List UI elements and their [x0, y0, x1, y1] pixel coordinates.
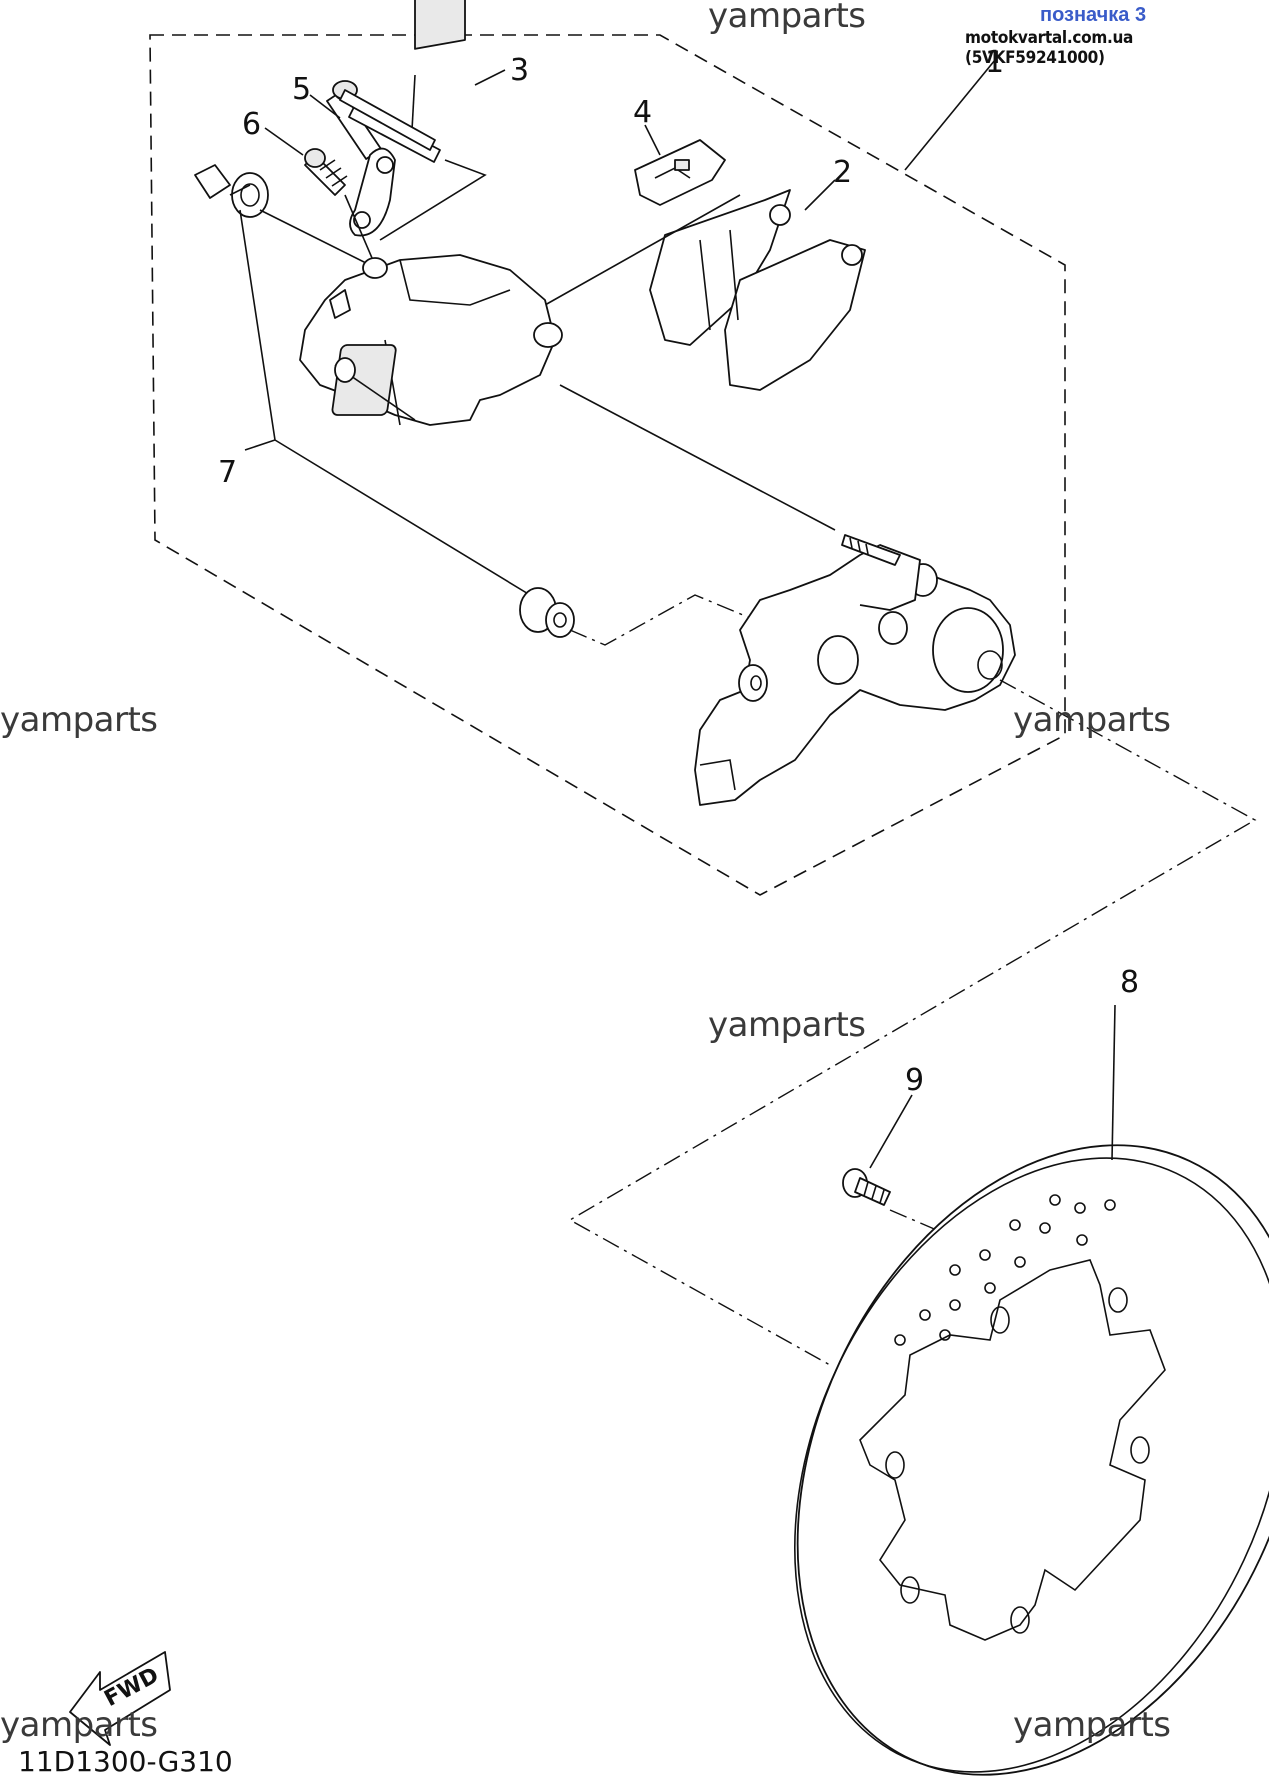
- pin-axis: [379, 159, 487, 241]
- caliper-body: [299, 254, 563, 426]
- boot-axis: [569, 594, 756, 646]
- pad-spring-part: [634, 139, 726, 206]
- callout-4: 4: [633, 95, 653, 130]
- callout-9: 9: [905, 1063, 925, 1098]
- assembly-boundary: [149, 34, 1066, 896]
- slide-pin-boot-lower: [519, 587, 575, 638]
- callout-2: 2: [833, 155, 853, 190]
- bleed-screw-part: [304, 148, 348, 196]
- brake-pads-part: [649, 189, 866, 391]
- bleed-cover-part: [349, 147, 396, 237]
- leader-6: [264, 127, 304, 156]
- leader-2: [804, 179, 836, 211]
- callout-1: 1: [985, 45, 1005, 80]
- leader-3: [474, 69, 506, 86]
- leader-9: [869, 1094, 913, 1169]
- callout-6: 6: [242, 107, 262, 142]
- watermark: yamparts: [1013, 700, 1171, 740]
- disc-axis: [889, 1209, 961, 1241]
- leader-5: [309, 94, 341, 119]
- callout-5: 5: [292, 72, 312, 107]
- header-site: motokvartal.com.ua (5VKF59241000): [965, 28, 1134, 68]
- header-tag: позначка 3: [1040, 4, 1147, 26]
- leader-7: [239, 209, 531, 596]
- slide-pin-upper: [194, 164, 269, 218]
- watermark: yamparts: [0, 700, 158, 740]
- diagram-code: 11D1300-G310: [18, 1745, 233, 1778]
- bleed-axis: [344, 194, 376, 266]
- callout-3: 3: [510, 53, 530, 88]
- callout-8: 8: [1120, 965, 1140, 1000]
- callout-7: 7: [218, 455, 238, 490]
- caliper-bolt: [332, 80, 436, 151]
- forward-arrow-icon: [69, 1651, 171, 1746]
- disc-vent-holes: [894, 1194, 1116, 1346]
- leader-1: [904, 59, 996, 171]
- caliper-axis: [559, 384, 836, 531]
- watermark: yamparts: [708, 0, 866, 36]
- watermark: yamparts: [708, 1005, 866, 1045]
- pin-axis-upper: [259, 209, 381, 271]
- caliper-bracket: [694, 534, 1016, 806]
- pad-axis: [544, 194, 741, 306]
- bracket-axis: [568, 679, 1257, 1366]
- brake-disc-part: [794, 1144, 1269, 1776]
- leader-4: [644, 124, 661, 156]
- leader-8: [1111, 1004, 1116, 1161]
- disc-bolt-part: [842, 1168, 891, 1206]
- watermark: yamparts: [0, 1705, 158, 1745]
- watermark: yamparts: [1013, 1705, 1171, 1745]
